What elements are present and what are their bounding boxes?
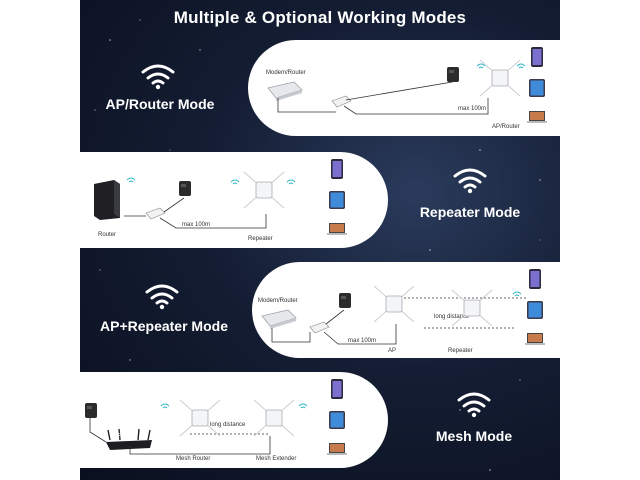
- wifi-icon: [516, 63, 526, 69]
- wifi-icon: [298, 403, 308, 409]
- mode-label-repeater: Repeater Mode: [419, 204, 521, 220]
- router-icon: [106, 428, 152, 450]
- poe-injector-icon: [309, 321, 330, 334]
- phone-icon: [331, 159, 343, 179]
- router-label: Router: [98, 232, 117, 238]
- phone-icon: [331, 379, 343, 399]
- modem-label: Modem/Router: [266, 70, 306, 76]
- poe-injector-icon: [331, 95, 352, 108]
- tablet-icon: [527, 301, 543, 319]
- distance-label: max 100m: [348, 338, 377, 344]
- modem-router-icon: [267, 81, 303, 101]
- poe-injector-icon: [145, 207, 166, 220]
- mode-label-ap-repeater: AP+Repeater Mode: [100, 318, 228, 334]
- outdoor-mesh-router-icon: [179, 399, 221, 437]
- wifi-icon: [160, 403, 170, 409]
- distance-label: max 100m: [182, 222, 211, 228]
- mesh-extender-label: Mesh Extender: [256, 456, 297, 462]
- cable-lines: [89, 418, 271, 455]
- long-distance-label: long distance: [210, 422, 246, 428]
- outdoor-mesh-extender-icon: [253, 399, 295, 437]
- wifi-icon: [126, 177, 136, 183]
- outdoor-repeater-icon: [451, 289, 493, 327]
- power-adapter-icon: [179, 181, 191, 196]
- tablet-icon: [329, 191, 345, 209]
- wifi-icon: [286, 179, 296, 185]
- infographic: Multiple & Optional Working Modes Modem/…: [80, 0, 560, 480]
- power-adapter-icon: [447, 67, 459, 82]
- distance-label: max 100m: [458, 106, 487, 112]
- wifi-icon: [457, 392, 491, 418]
- laptop-icon: [527, 111, 547, 123]
- cable-lines: [124, 197, 267, 229]
- laptop-icon: [525, 333, 545, 345]
- panel-ap-router: Modem/Router max 100m AP/Router: [248, 40, 560, 136]
- router-label: Router: [118, 434, 137, 440]
- panel-mesh: Router Mesh Router long distance Mesh Ex…: [80, 372, 388, 468]
- power-adapter-icon: [339, 293, 351, 308]
- phone-icon: [531, 47, 543, 67]
- tablet-icon: [329, 411, 345, 429]
- repeater-label: Repeater: [248, 236, 273, 242]
- mesh-router-label: Mesh Router: [176, 456, 211, 462]
- wifi-icon: [453, 168, 487, 194]
- ap-router-label: AP/Router: [492, 124, 520, 130]
- phone-icon: [529, 269, 541, 289]
- starfield-background: [94, 19, 541, 471]
- tablet-icon: [529, 79, 545, 97]
- outdoor-ap-icon: [479, 59, 521, 97]
- outdoor-ap-icon: [373, 285, 415, 323]
- wifi-icon: [512, 291, 522, 297]
- panel-repeater: Router max 100m Repeater: [80, 152, 388, 248]
- ap-label: AP: [388, 348, 397, 354]
- wifi-icon: [230, 179, 240, 185]
- cable-lines: [277, 80, 489, 115]
- long-distance-label: long distance: [434, 314, 470, 320]
- outdoor-repeater-icon: [243, 171, 285, 209]
- mode-label-mesh: Mesh Mode: [435, 428, 513, 444]
- panel-ap-repeater: Modem/Router max 100m AP long distance R…: [252, 262, 560, 358]
- router-icon: [94, 180, 120, 220]
- laptop-icon: [327, 443, 347, 455]
- power-adapter-icon: [85, 403, 97, 418]
- modem-router-icon: [261, 309, 297, 329]
- laptop-icon: [327, 223, 347, 235]
- wifi-icon: [145, 284, 179, 310]
- page-title: Multiple & Optional Working Modes: [173, 8, 467, 27]
- cable-lines: [271, 297, 526, 345]
- mode-label-ap-router: AP/Router Mode: [105, 96, 215, 112]
- repeater-label: Repeater: [448, 348, 473, 354]
- wifi-icon: [141, 64, 175, 90]
- wifi-icon: [476, 63, 486, 69]
- modem-label: Modem/Router: [258, 298, 298, 304]
